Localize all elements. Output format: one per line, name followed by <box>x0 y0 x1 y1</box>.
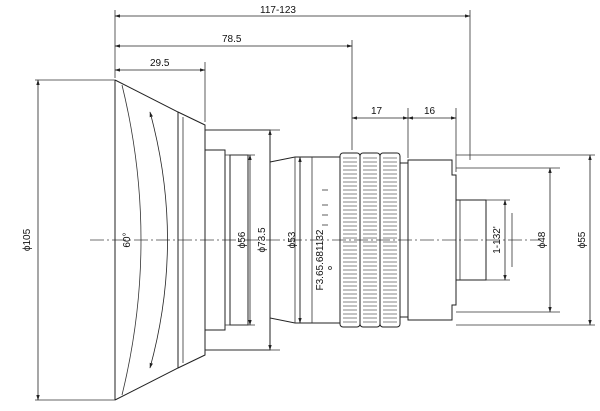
dim-ring-width: 17 <box>371 106 383 117</box>
dim-dia-56: ϕ56 <box>237 231 248 248</box>
focus-iris-rings <box>339 152 401 328</box>
extension-lines <box>35 10 595 401</box>
lens-mount <box>399 159 513 321</box>
dim-dia-55: ϕ55 <box>577 231 588 248</box>
dim-dia-48: ϕ48 <box>537 231 548 248</box>
dim-thread: 1-132' <box>492 226 503 254</box>
dim-dia-73-5: ϕ73.5 <box>257 227 268 253</box>
dim-fov-angle: 60° <box>122 232 133 247</box>
dim-dia-front: ϕ105 <box>22 228 33 251</box>
dim-overall-length: 117-123 <box>260 5 296 16</box>
dimension-lines <box>36 14 592 401</box>
dim-mount-width: 16 <box>424 106 436 117</box>
dim-hood-depth: 29.5 <box>150 58 170 69</box>
dim-dia-53: ϕ53 <box>287 231 298 248</box>
dim-length-to-ring: 78.5 <box>222 34 242 45</box>
lens-marking: F3.65.681132 <box>315 229 326 290</box>
lens-hood <box>114 79 206 401</box>
fov-arc <box>149 111 168 369</box>
